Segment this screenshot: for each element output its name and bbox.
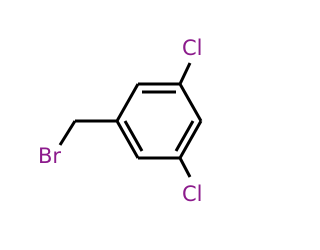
bond-c1-c2 xyxy=(115,83,140,122)
double-bond-c6-c1 xyxy=(123,120,144,152)
bond-c4-c5 xyxy=(178,120,203,159)
bond-c5-cl-bottom xyxy=(178,157,192,178)
double-bond-c4-c5 xyxy=(174,120,195,152)
bond-c3-cl-top xyxy=(178,62,192,85)
bond-ch2-br xyxy=(58,120,77,146)
bond-c3-c4 xyxy=(178,83,203,122)
bond-c6-c1 xyxy=(115,120,140,159)
atom-label-cl-top: Cl xyxy=(182,36,203,60)
structure-diagram: Cl Cl Br xyxy=(38,36,203,206)
benzene-ring xyxy=(115,82,203,160)
atom-label-cl-bottom: Cl xyxy=(182,182,203,206)
molecule-drawing: Cl Cl Br xyxy=(38,36,203,206)
atom-label-br: Br xyxy=(38,144,61,168)
